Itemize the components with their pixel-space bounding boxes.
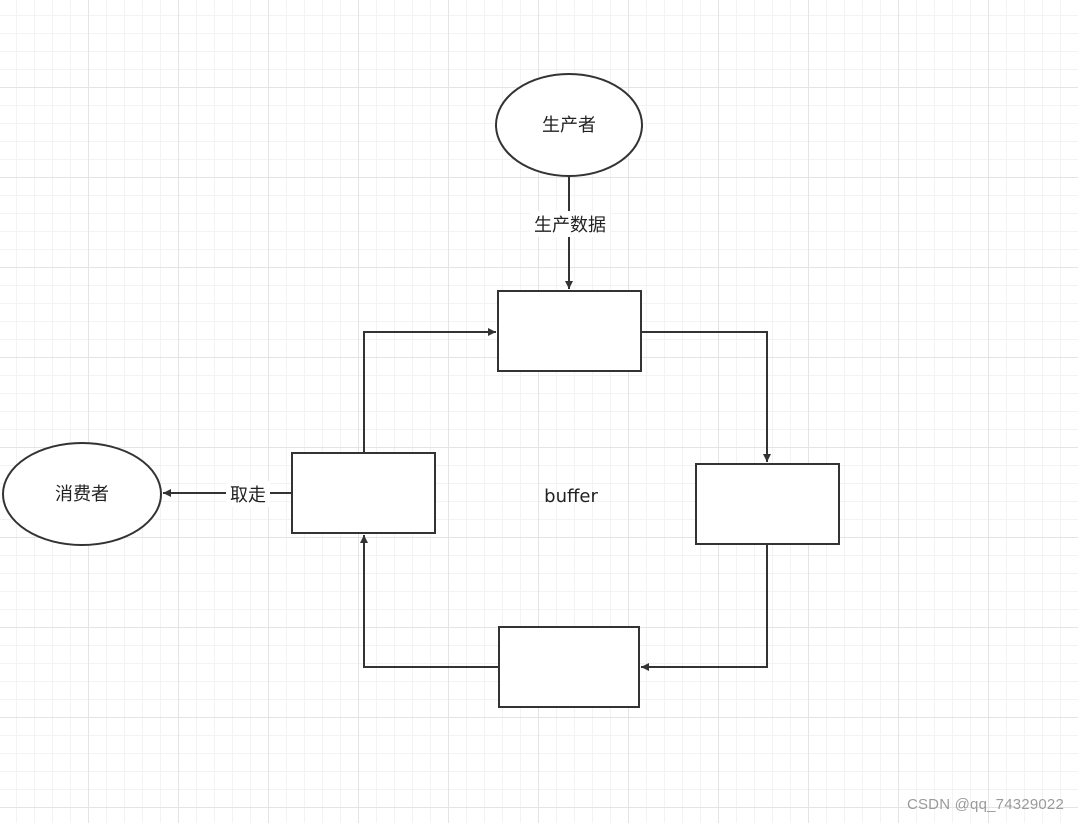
take-edge-label: 取走 — [230, 485, 266, 506]
buffer-slot-bottom — [498, 626, 640, 708]
consumer-node — [2, 442, 162, 546]
edge-left-to-top — [363, 328, 496, 453]
buffer-label: buffer — [544, 486, 598, 507]
producer-label: 生产者 — [542, 115, 596, 136]
producer-node — [495, 73, 643, 177]
edge-right-to-bottom — [641, 545, 768, 671]
watermark: CSDN @qq_74329022 — [906, 796, 1064, 813]
produce-edge-label-bg — [530, 211, 610, 237]
produce-edge-label: 生产数据 — [534, 215, 606, 236]
buffer-slot-left — [291, 452, 436, 534]
take-edge-label-bg — [226, 481, 270, 507]
edge-bottom-to-left — [360, 535, 499, 668]
consumer-label: 消费者 — [55, 484, 109, 505]
edge-top-to-right — [641, 331, 771, 462]
buffer-slot-top — [497, 290, 642, 372]
buffer-slot-right — [695, 463, 840, 545]
